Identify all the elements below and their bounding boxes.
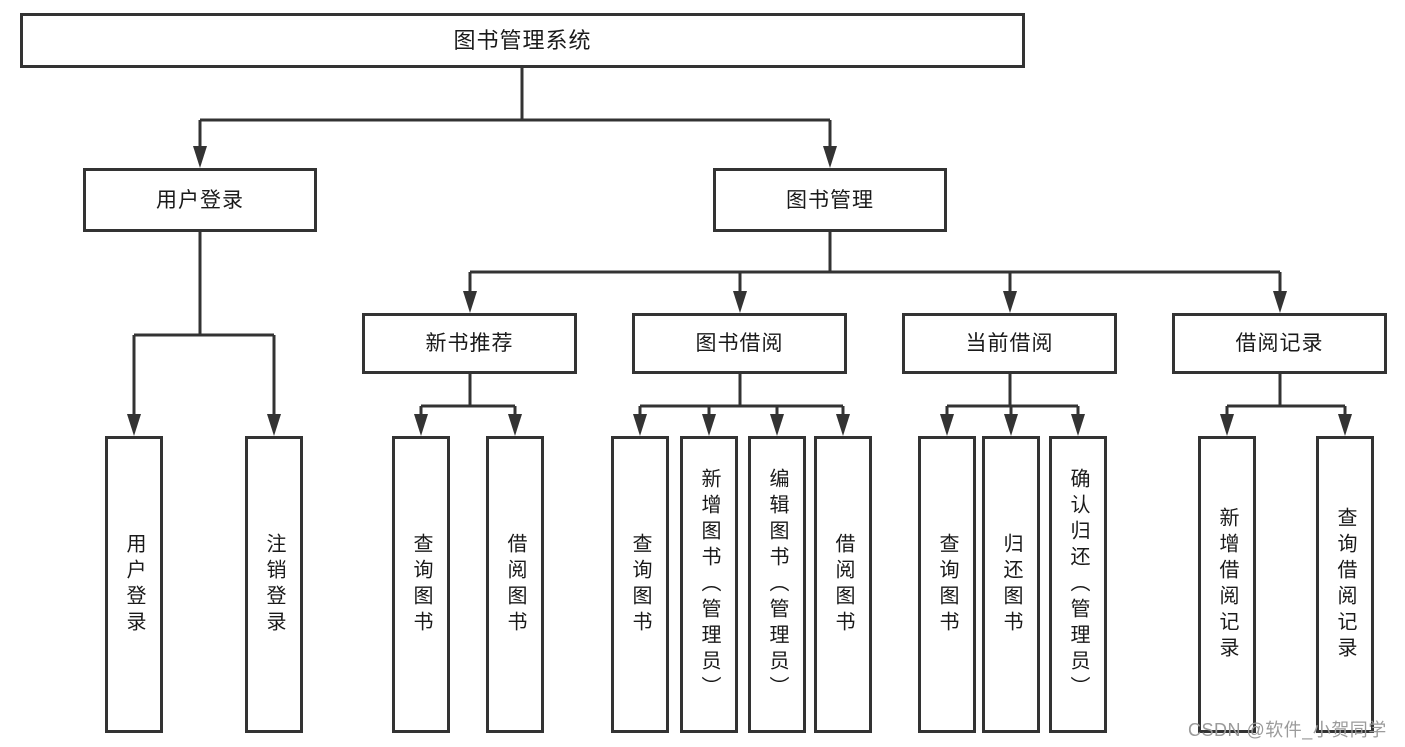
node-user-login: 用户登录 [83,168,317,232]
node-book-management-label: 图书管理 [786,188,874,212]
node-borrowing-records: 借阅记录 [1172,313,1387,374]
leaf-add-borrow-record: 新增借阅记录 [1198,436,1256,733]
node-borrowing-records-label: 借阅记录 [1235,332,1324,355]
leaf-borrow-books-borrowing-label: 借阅图书 [832,532,854,637]
node-new-book-recommendation-label: 新书推荐 [425,332,514,355]
node-current-borrowing-label: 当前借阅 [965,332,1054,355]
node-new-book-recommendation: 新书推荐 [362,313,577,374]
node-current-borrowing: 当前借阅 [902,313,1117,374]
tree-edges [132,68,1347,418]
node-root-label: 图书管理系统 [453,27,592,53]
leaf-query-borrow-record-label: 查询借阅记录 [1334,506,1356,663]
leaf-user-login-label: 用户登录 [123,532,145,637]
arrowheads [127,146,1352,436]
leaf-query-books-recommend: 查询图书 [392,436,450,733]
node-root: 图书管理系统 [20,13,1025,68]
leaf-confirm-return-admin-label: 确认归还（管理员） [1067,467,1089,702]
leaf-edit-books-admin: 编辑图书（管理员） [748,436,806,733]
leaf-borrow-books-recommend-label: 借阅图书 [504,532,526,637]
node-user-login-label: 用户登录 [156,188,244,212]
leaf-add-books-admin: 新增图书（管理员） [680,436,738,733]
csdn-watermark: CSDN @软件_小贺同学 [1188,720,1387,740]
leaf-add-borrow-record-label: 新增借阅记录 [1216,506,1238,663]
leaf-borrow-books-recommend: 借阅图书 [486,436,544,733]
leaf-query-books-borrowing-label: 查询图书 [629,532,651,637]
leaf-add-books-admin-label: 新增图书（管理员） [698,467,720,702]
leaf-confirm-return-admin: 确认归还（管理员） [1049,436,1107,733]
leaf-borrow-books-borrowing: 借阅图书 [814,436,872,733]
node-book-management: 图书管理 [713,168,947,232]
leaf-user-login: 用户登录 [105,436,163,733]
leaf-logout-label: 注销登录 [263,532,285,637]
leaf-logout: 注销登录 [245,436,303,733]
leaf-return-books-label: 归还图书 [1000,532,1022,637]
leaf-return-books: 归还图书 [982,436,1040,733]
leaf-query-books-borrowing: 查询图书 [611,436,669,733]
leaf-query-books-current: 查询图书 [918,436,976,733]
leaf-edit-books-admin-label: 编辑图书（管理员） [766,467,788,702]
leaf-query-borrow-record: 查询借阅记录 [1316,436,1374,733]
leaf-query-books-recommend-label: 查询图书 [410,532,432,637]
node-book-borrowing-label: 图书借阅 [695,332,784,355]
node-book-borrowing: 图书借阅 [632,313,847,374]
leaf-query-books-current-label: 查询图书 [936,532,958,637]
